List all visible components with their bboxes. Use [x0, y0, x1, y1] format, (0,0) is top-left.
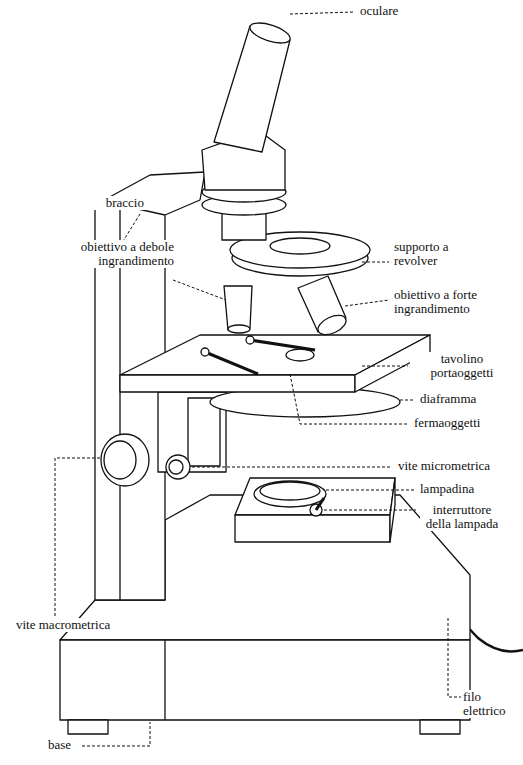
- part-label: supporto a revolver: [392, 240, 474, 268]
- part-label: obiettivo a debole ingrandimento: [52, 240, 176, 268]
- leader-lines: [55, 12, 464, 746]
- part-label: vite micrometrica: [396, 459, 492, 473]
- part-label: braccio: [80, 196, 146, 210]
- part-label: base: [46, 738, 73, 752]
- part-label: vite macrometrica: [14, 618, 114, 632]
- part-label: obiettivo a forte ingrandimento: [392, 288, 516, 316]
- part-label: fermaoggetti: [412, 416, 482, 430]
- part-label: diaframma: [418, 392, 478, 406]
- part-label: interruttore della lampada: [420, 503, 504, 531]
- part-label: filo elettrico: [461, 690, 519, 718]
- part-label: oculare: [358, 4, 400, 18]
- part-label: lampadina: [418, 482, 476, 496]
- part-label: tavolino portaoggetti: [410, 352, 514, 380]
